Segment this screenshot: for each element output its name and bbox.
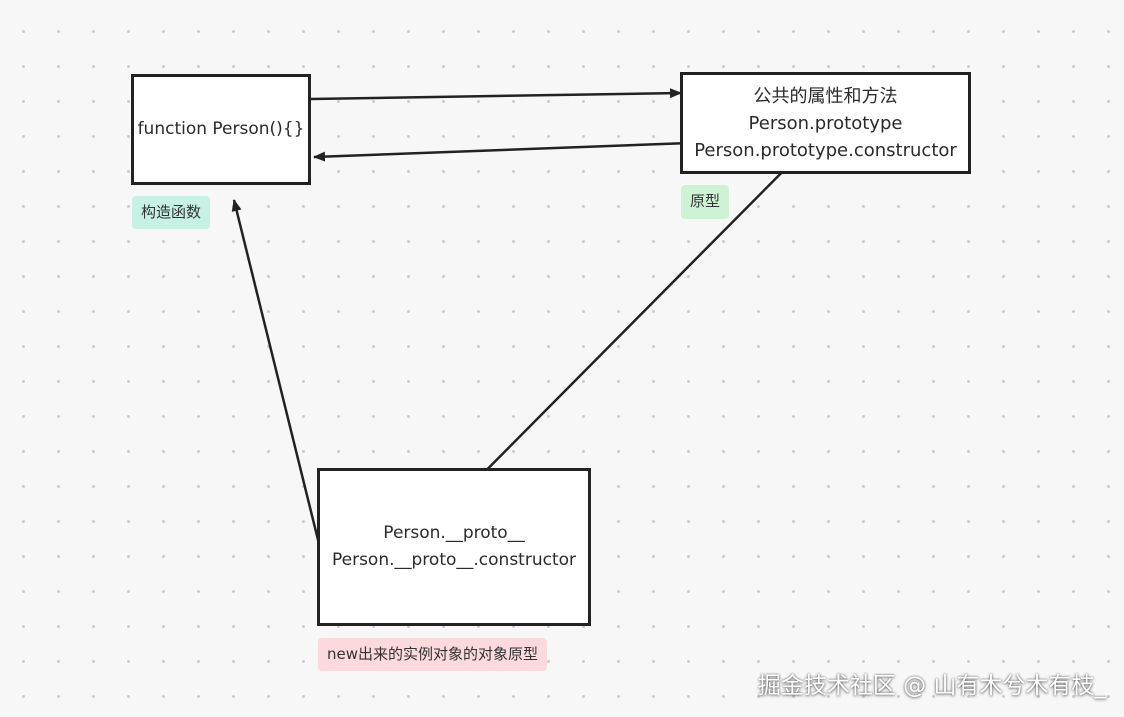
constructor-function-box[interactable]: function Person(){} [131, 74, 311, 185]
instance-box[interactable]: Person.__proto__ Person.__proto__.constr… [317, 468, 591, 626]
instance-tag[interactable]: new出来的实例对象的对象原型 [318, 638, 548, 671]
constructor-tag[interactable]: 构造函数 [132, 196, 211, 229]
arrow-prototype-to-constructor[interactable] [313, 140, 718, 162]
prototype-property-text: Person.prototype [748, 112, 903, 134]
prototype-constructor-text: Person.prototype.constructor [694, 139, 957, 161]
instance-proto-text: Person.__proto__ [383, 523, 525, 543]
prototype-description-text: 公共的属性和方法 [753, 85, 898, 107]
instance-proto-constructor-text: Person.__proto__.constructor [331, 550, 577, 570]
prototype-box[interactable]: 公共的属性和方法 Person.prototype Person.prototy… [680, 72, 971, 174]
watermark-text: 掘金技术社区 @ 山有木兮木有枝_ [757, 673, 1106, 699]
prototype-tag[interactable]: 原型 [681, 185, 730, 219]
arrow-instance-to-prototype[interactable] [432, 148, 806, 525]
arrow-instance-to-constructor[interactable] [231, 199, 323, 553]
arrow-constructor-to-prototype[interactable] [310, 88, 682, 101]
constructor-function-text: function Person(){} [137, 119, 305, 139]
